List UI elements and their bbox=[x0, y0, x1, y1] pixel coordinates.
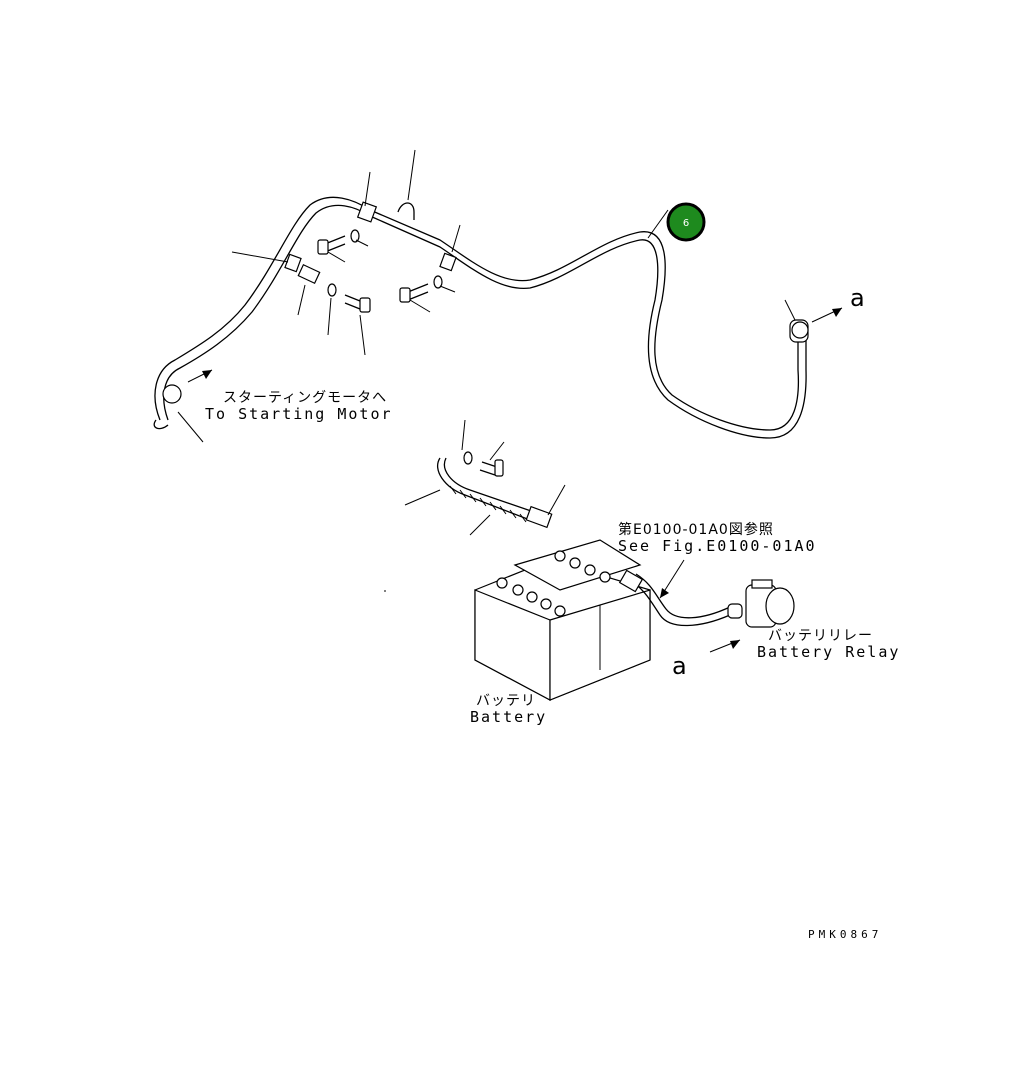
callout-6-number[interactable]: 6 bbox=[683, 218, 689, 229]
drawing-code: PMK0867 bbox=[808, 928, 882, 941]
battery-ground-cable bbox=[404, 419, 566, 536]
labels: スターティングモータへ To Starting Motor 第E0100-01A… bbox=[205, 284, 900, 941]
bolts-and-washers bbox=[317, 229, 443, 313]
battery-relay-label-en: Battery Relay bbox=[757, 643, 900, 661]
starter-cable bbox=[153, 196, 807, 439]
connection-a-top: a bbox=[850, 284, 865, 312]
battery-relay-label-jp: バッテリリレー bbox=[768, 628, 873, 644]
connection-a-bottom: a bbox=[672, 652, 687, 680]
battery-label-jp: バッテリ bbox=[476, 693, 536, 709]
see-fig-label-en: See Fig.E0100-01A0 bbox=[618, 537, 817, 555]
callout-6[interactable]: 6 bbox=[666, 202, 706, 242]
starting-motor-label-en: To Starting Motor bbox=[205, 405, 393, 423]
see-fig-label-jp: 第E0100-01A0図参照 bbox=[618, 521, 774, 538]
battery-relay-illustration bbox=[745, 579, 795, 628]
cable-terminal-a bbox=[789, 319, 809, 343]
leader-lines-upper bbox=[177, 149, 796, 443]
callout-6-circle[interactable] bbox=[666, 202, 706, 242]
battery-caps bbox=[496, 550, 611, 617]
battery-relay-cable bbox=[618, 559, 743, 627]
direction-arrows bbox=[187, 307, 843, 653]
starting-motor-label-jp: スターティングモータへ bbox=[223, 390, 387, 406]
battery-label-en: Battery bbox=[470, 708, 547, 726]
battery-illustration bbox=[384, 539, 651, 701]
cable-clamps bbox=[284, 201, 457, 285]
